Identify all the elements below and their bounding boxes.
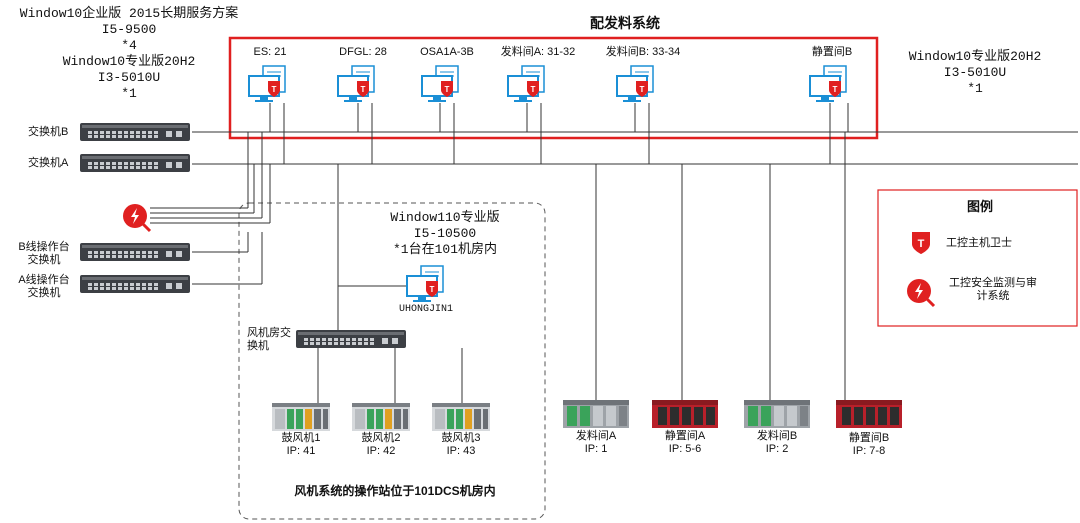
left-spec-line: I5-9500: [101, 22, 157, 37]
workstation-label: 发料间B: 33-34: [605, 46, 681, 58]
switch-a-op-label-line: 交换机: [27, 287, 61, 299]
plc-name: 静置间B: [848, 432, 890, 444]
left-spec: Window10企业版 2015长期服务方案 I5-9500 *4 Window…: [4, 6, 254, 102]
svg-text:T: T: [918, 238, 925, 250]
right-spec-line: I3-5010U: [943, 65, 1007, 80]
plc-ip: IP: 5-6: [668, 443, 702, 455]
fan-label: 鼓风机3 IP: 43: [431, 432, 491, 458]
workstation-osa-icon: [421, 65, 459, 103]
switch-b-icon: [80, 123, 190, 141]
plc-label: 发料间B IP: 2: [747, 430, 807, 456]
mid-spec-line: I5-10500: [413, 226, 477, 241]
plc-static-a-icon: [652, 400, 718, 428]
fan-plc-2-icon: [352, 403, 410, 431]
fan-name: 鼓风机3: [441, 432, 481, 444]
mid-spec-line: Window110专业版: [390, 210, 500, 225]
plc-ip: IP: 1: [584, 443, 608, 455]
legend-item-guard: 工控主机卫士: [946, 237, 1012, 249]
right-spec-line: Window10专业版20H2: [908, 49, 1042, 64]
legend-box: [877, 189, 1078, 327]
workstation-label: OSA1A-3B: [420, 46, 474, 58]
workstation-label: DFGL: 28: [339, 46, 387, 58]
plc-label: 静置间B IP: 7-8: [839, 432, 899, 458]
workstation-static-b-icon: [809, 65, 847, 103]
switch-a-op-icon: [80, 275, 190, 293]
fan-ip: IP: 41: [286, 445, 316, 457]
system-title: 配发料系统: [590, 15, 660, 31]
left-spec-line: *4: [121, 38, 137, 53]
plc-static-b-icon: [836, 400, 902, 428]
switch-fan-label: 风机房交 换机: [247, 327, 307, 353]
plc-name: 发料间A: [575, 430, 617, 442]
plc-label: 静置间A IP: 5-6: [655, 430, 715, 456]
switch-b-op-label-line: B线操作台: [18, 241, 70, 253]
workstation-dfgl-icon: [337, 65, 375, 103]
fan-plc-3-icon: [432, 403, 490, 431]
left-spec-line: *1: [121, 86, 137, 101]
right-spec: Window10专业版20H2 I3-5010U *1: [890, 49, 1060, 97]
workstation-es-icon: [248, 65, 286, 103]
system-boundary: [228, 36, 879, 140]
switch-a-icon: [80, 154, 190, 172]
plc-dispatch-b-icon: [744, 400, 810, 428]
workstation-dispatch-b-icon: [616, 65, 654, 103]
switch-fan-label-line: 换机: [247, 340, 269, 352]
switch-a-op-label: A线操作台 交换机: [14, 274, 74, 300]
fan-system-note: 风机系统的操作站位于101DCS机房内: [294, 484, 496, 498]
legend-guard-icon: T: [912, 232, 930, 254]
mid-spec-line: *1台在101机房内: [392, 242, 497, 257]
legend-title: 图例: [966, 199, 993, 214]
workstation-label: ES: 21: [253, 46, 287, 58]
switch-b-op-label: B线操作台 交换机: [14, 241, 74, 267]
plc-ip: IP: 2: [765, 443, 789, 455]
left-spec-line: I3-5010U: [97, 70, 161, 85]
workstation-uhongjin-icon: [406, 265, 444, 303]
left-spec-line: Window10企业版 2015长期服务方案: [19, 6, 239, 21]
switch-b-label: 交换机B: [28, 126, 69, 138]
fan-name: 鼓风机2: [361, 432, 401, 444]
audit-system-icon: [121, 202, 152, 233]
fan-label: 鼓风机2 IP: 42: [351, 432, 411, 458]
workstation-label: 发料间A: 31-32: [500, 46, 576, 58]
mid-spec: Window110专业版 I5-10500 *1台在101机房内: [370, 210, 520, 258]
switch-fan-icon: [296, 330, 406, 348]
plc-label: 发料间A IP: 1: [566, 430, 626, 456]
fan-label: 鼓风机1 IP: 41: [271, 432, 331, 458]
right-spec-line: *1: [967, 81, 983, 96]
switch-b-op-icon: [80, 243, 190, 261]
legend-item-audit: 工控安全监测与审 计系统: [938, 277, 1048, 303]
legend-item-audit-line: 计系统: [976, 290, 1010, 302]
legend-item-audit-line: 工控安全监测与审: [949, 277, 1037, 289]
fan-ip: IP: 42: [366, 445, 396, 457]
fan-plc-1-icon: [272, 403, 330, 431]
workstation-dispatch-a-icon: [507, 65, 545, 103]
fan-name: 鼓风机1: [281, 432, 321, 444]
switch-a-op-label-line: A线操作台: [18, 274, 70, 286]
plc-name: 静置间A: [664, 430, 706, 442]
fan-ip: IP: 43: [446, 445, 476, 457]
fan-system-boundary: [238, 202, 546, 520]
workstation-label: 静置间B: [811, 46, 853, 58]
uhongjin-label: UHONGJIN1: [398, 304, 453, 315]
switch-fan-label-line: 风机房交: [247, 327, 291, 339]
switch-a-label: 交换机A: [28, 157, 69, 169]
plc-dispatch-a-icon: [563, 400, 629, 428]
switch-b-op-label-line: 交换机: [27, 254, 61, 266]
plc-ip: IP: 7-8: [852, 445, 886, 457]
left-spec-line: Window10专业版20H2: [62, 54, 196, 69]
plc-name: 发料间B: [756, 430, 798, 442]
